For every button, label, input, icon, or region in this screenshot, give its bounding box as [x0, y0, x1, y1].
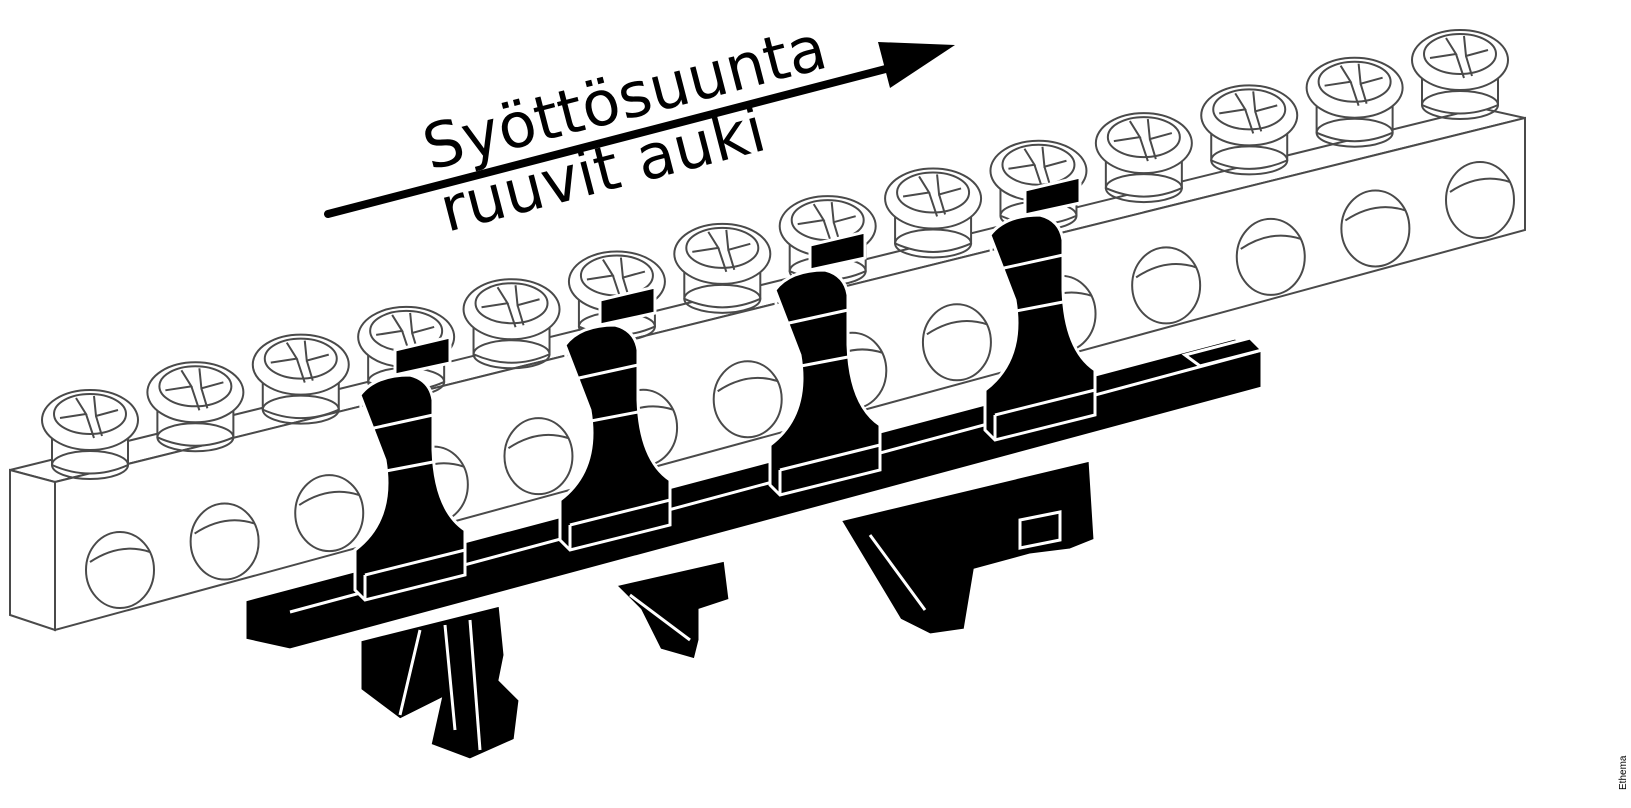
screw-icon: [41, 389, 139, 480]
screw-icon: [1411, 29, 1509, 120]
post-row: [353, 175, 1097, 602]
brand-label: Ethema: [1618, 755, 1629, 790]
screw-icon: [251, 333, 350, 425]
din-clip-middle: [612, 558, 732, 662]
din-clip-right: [837, 458, 1097, 637]
post: [353, 335, 467, 602]
screw-icon: [462, 278, 561, 370]
wire-hole: [1235, 217, 1306, 296]
terminal-bar-end-face: [9, 468, 56, 632]
wire-hole: [294, 474, 365, 553]
screw-icon: [1305, 56, 1404, 148]
screw-icon: [1094, 112, 1193, 204]
wire-hole: [1445, 161, 1515, 239]
wire-hole: [1131, 246, 1202, 325]
screw-icon: [146, 361, 245, 453]
wire-hole: [921, 303, 992, 382]
wire-hole: [85, 531, 155, 609]
post: [768, 230, 882, 497]
wire-hole: [712, 360, 783, 439]
post: [983, 175, 1097, 442]
rail-end-notch: [1181, 336, 1265, 368]
screw-icon: [884, 167, 983, 259]
screw-icon: [673, 222, 772, 314]
din-clip-left: [358, 603, 522, 762]
wire-hole: [189, 502, 260, 581]
wire-hole: [503, 417, 574, 496]
screw-icon: [1200, 84, 1299, 176]
wire-hole: [1340, 189, 1411, 268]
post: [558, 285, 672, 552]
feed-direction-arrow-icon: [324, 42, 955, 218]
